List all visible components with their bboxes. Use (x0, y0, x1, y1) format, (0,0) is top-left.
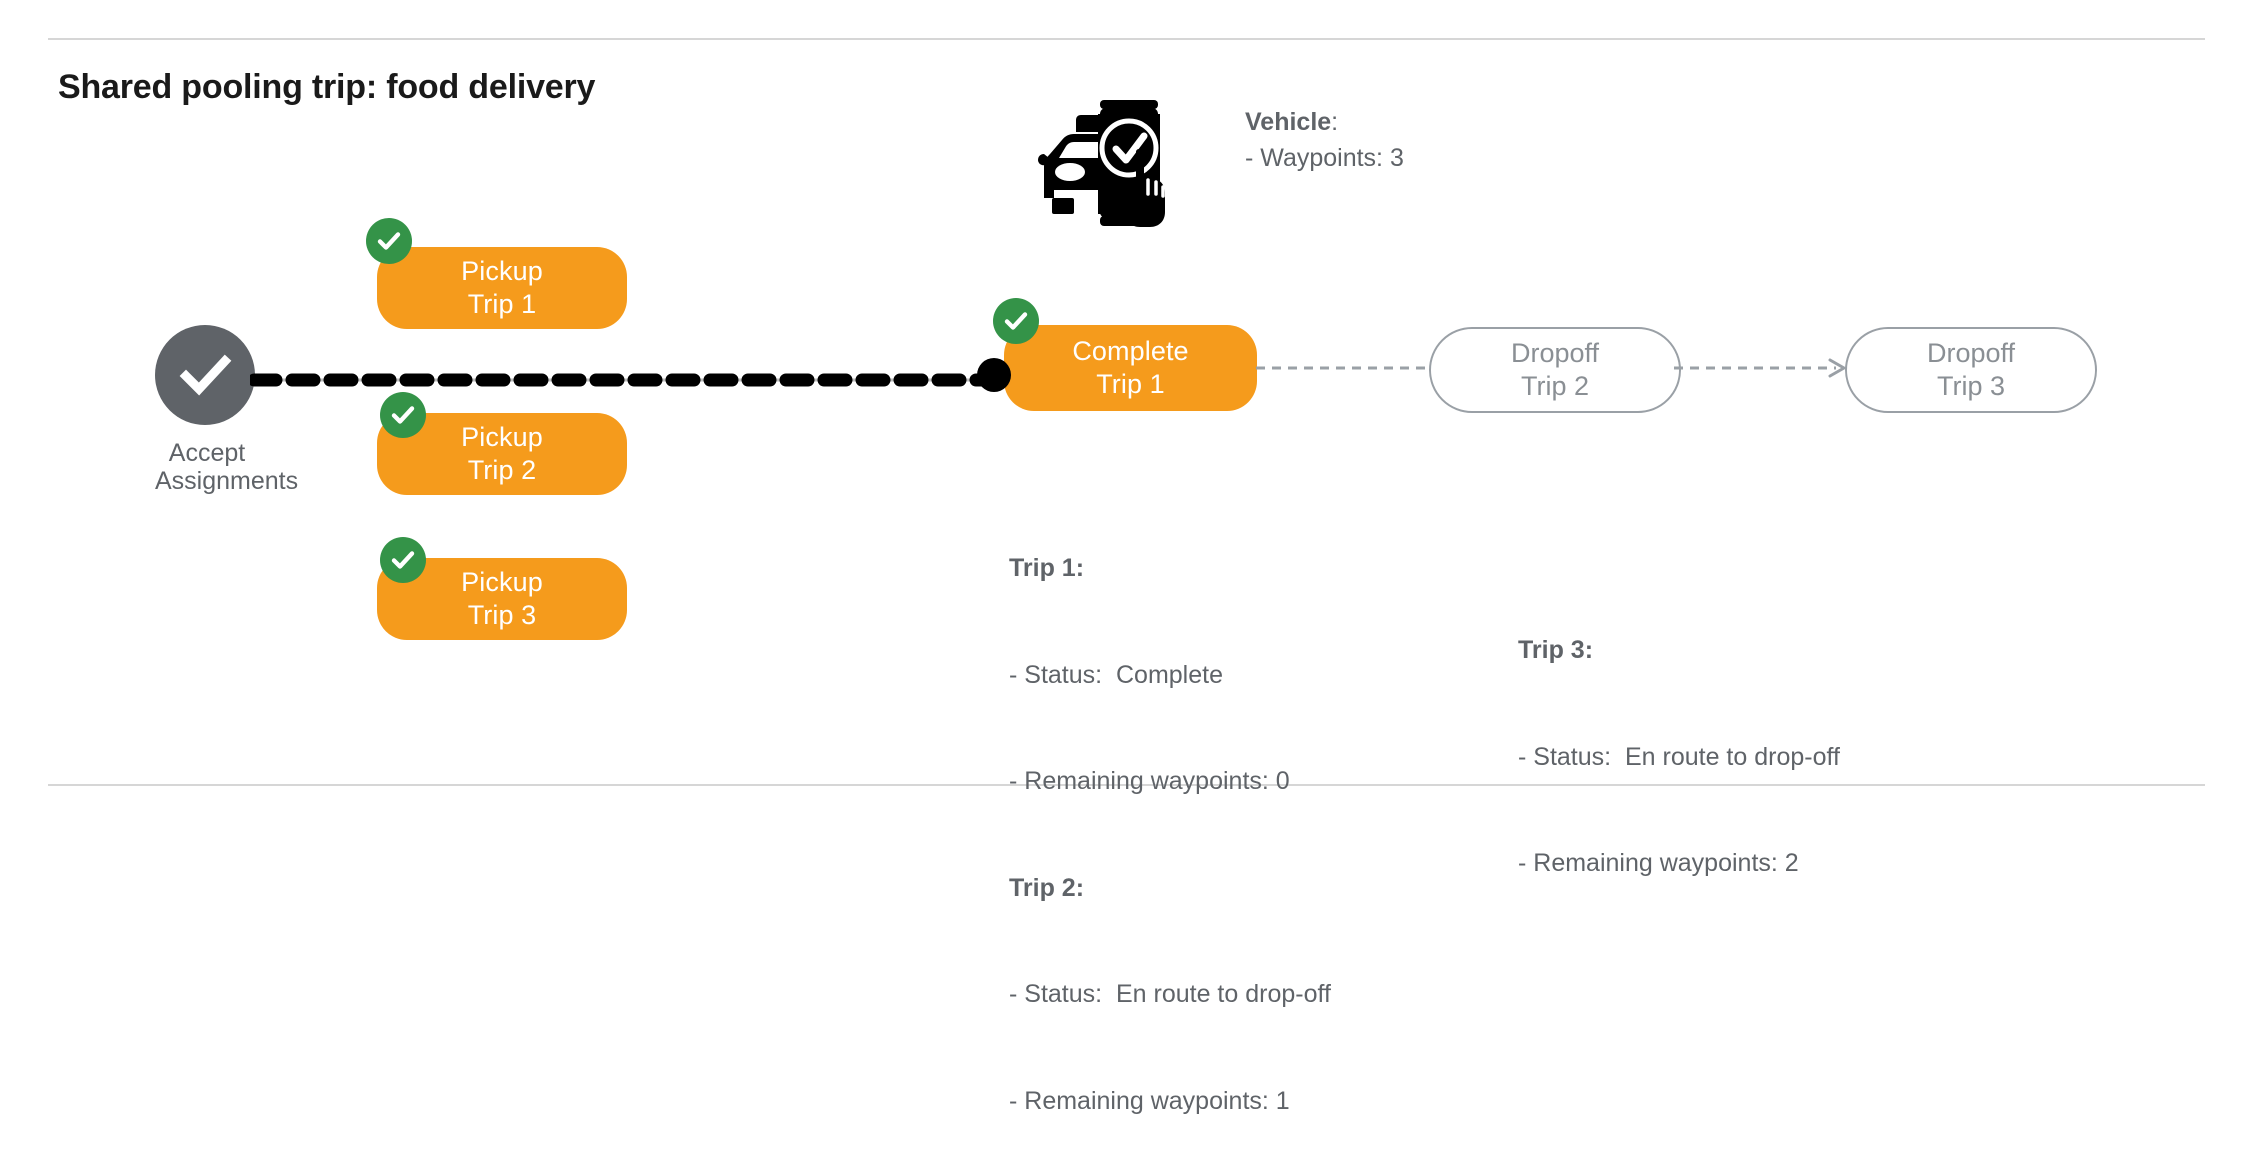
route-waypoint-dot (977, 358, 1011, 392)
trip3-heading: Trip 3 (1518, 636, 1585, 664)
trip2-waypoints: - Remaining waypoints: 1 (1009, 1086, 1290, 1115)
check-circle-icon (155, 325, 255, 425)
dropoff2-to-dropoff3-connector (1674, 356, 1852, 380)
trip1-heading-row: Trip 1: (1009, 551, 1331, 587)
check-badge-icon (366, 218, 412, 264)
vehicle-heading-text: Vehicle (1245, 108, 1332, 136)
car-phone-check-icon (1032, 92, 1182, 232)
dropoff-trip-2-line1: Dropoff (1510, 338, 1600, 369)
vehicle-annotation: Vehicle: - Waypoints: 3 (1245, 105, 1404, 176)
complete-trip-1-node[interactable]: Complete Trip 1 (1004, 325, 1257, 411)
pickup-trip-2-line2: Trip 2 (467, 455, 537, 485)
trip1-waypoints: - Remaining waypoints: 0 (1009, 767, 1290, 795)
trip2-heading: Trip 2 (1009, 873, 1076, 902)
vehicle-annotation-heading: Vehicle: (1245, 105, 1404, 141)
pickup-trip-3-line1: Pickup (461, 567, 543, 598)
trip2-heading-row: Trip 2: (1009, 871, 1331, 907)
trip3-status: - Status: En route to drop-off (1518, 742, 1840, 771)
pickup-trip-1-line1: Pickup (461, 256, 543, 287)
pickup-trip-1-node[interactable]: Pickup Trip 1 (377, 247, 627, 329)
trip3-heading-colon: : (1584, 636, 1594, 664)
check-badge-icon (380, 392, 426, 438)
vehicle-heading-suffix: : (1331, 108, 1339, 136)
dropoff-trip-3-line2: Trip 3 (1936, 371, 2005, 401)
dropoff-trip-2-line2: Trip 2 (1520, 371, 1589, 401)
page-title: Shared pooling trip: food delivery (58, 68, 596, 106)
trip-details-left: Trip 1: - Status: Complete - Remaining w… (1009, 480, 1331, 1155)
trip3-heading-row: Trip 3: (1518, 633, 1840, 669)
dropoff-trip-2-node[interactable]: Dropoff Trip 2 (1429, 327, 1681, 413)
complete-trip-1-line1: Complete (1072, 336, 1189, 367)
accept-assignments-node[interactable]: Accept Assignments (155, 325, 299, 495)
pickup-trip-2-line1: Pickup (461, 422, 543, 453)
assignments-to-complete-connector (247, 360, 1009, 400)
check-badge-icon (380, 537, 426, 583)
dropoff-trip-3-line1: Dropoff (1926, 338, 2016, 369)
trip-details-right: Trip 3: - Status: En route to drop-off -… (1518, 562, 1840, 917)
bottom-divider (48, 784, 2205, 786)
complete-to-dropoff2-connector (1256, 356, 1434, 380)
trip2-status: - Status: En route to drop-off (1009, 980, 1331, 1008)
dropoff-trip-3-node[interactable]: Dropoff Trip 3 (1845, 327, 2097, 413)
pickup-trip-3-line2: Trip 3 (467, 600, 537, 630)
trip2-heading-colon: : (1075, 873, 1085, 902)
accept-label-line2: Assignments (155, 467, 299, 495)
trip3-waypoints: - Remaining waypoints: 2 (1518, 849, 1799, 877)
trip1-heading-colon: : (1075, 554, 1085, 582)
top-divider (48, 38, 2205, 40)
trip1-status: - Status: Complete (1009, 660, 1223, 689)
pickup-trip-1-line2: Trip 1 (467, 289, 537, 319)
vehicle-waypoints-text: - Waypoints: 3 (1245, 143, 1404, 172)
check-badge-icon (993, 298, 1039, 344)
trip1-heading: Trip 1 (1009, 554, 1076, 582)
accept-assignments-label: Accept Assignments (155, 439, 299, 495)
complete-trip-1-line2: Trip 1 (1096, 369, 1165, 399)
accept-label-line1: Accept (168, 439, 246, 467)
